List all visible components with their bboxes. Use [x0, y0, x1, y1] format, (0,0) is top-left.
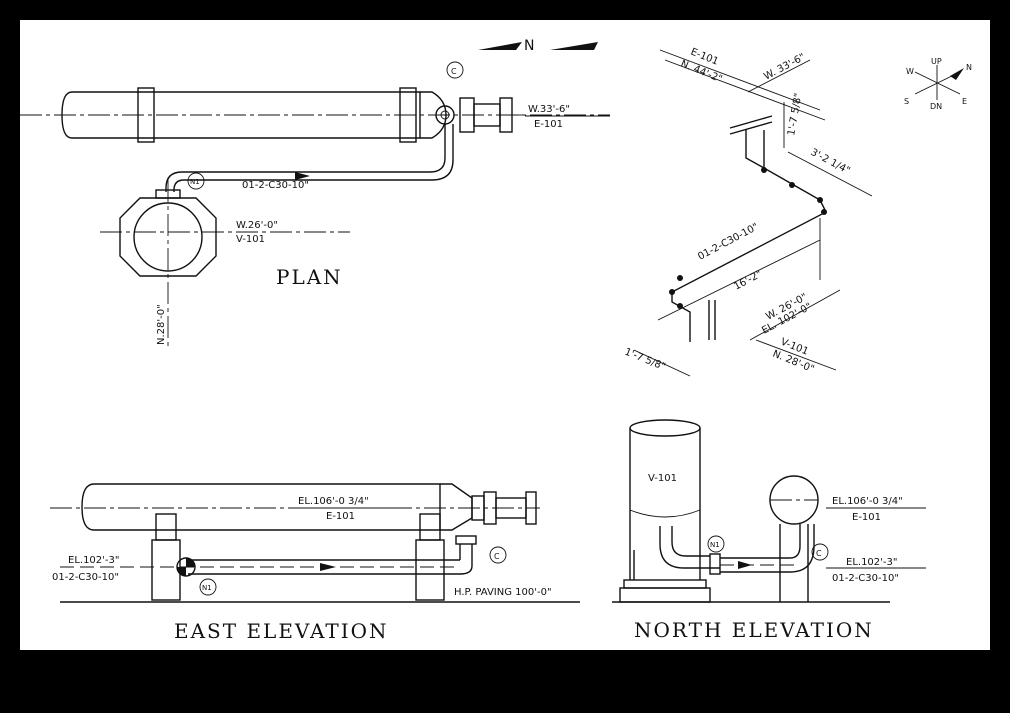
piping-drawing: N C W.33'-6" E-101 01-2-C30-10" N1 W.26'…	[20, 38, 972, 643]
north-pipe-riser	[789, 524, 815, 573]
east-flow-arrow	[320, 563, 336, 571]
east-exchanger-tag: E-101	[326, 511, 355, 522]
vessel-north-plan: N.28'-0"	[156, 304, 167, 345]
vessel-shell-plan	[133, 202, 203, 272]
iso-exchanger-w: W. 33'-6"	[762, 52, 807, 83]
compass-e: E	[962, 97, 967, 106]
exchanger-head-plan	[420, 91, 447, 139]
north-vessel-top	[629, 419, 701, 437]
title-north-elevation: NORTH ELEVATION	[634, 618, 874, 642]
plan-view: N C W.33'-6" E-101 01-2-C30-10" N1 W.26'…	[20, 38, 610, 350]
iso-dim-1: 1'-7 5/8"	[786, 92, 804, 136]
vessel-octagon-plan	[119, 197, 217, 277]
tag-n1-bubble-plan	[187, 172, 205, 190]
tag-c-bubble-plan	[446, 61, 464, 79]
north-flow-arrow	[738, 561, 752, 569]
tag-c-plan: C	[451, 67, 457, 76]
saddle-plan-1	[137, 87, 155, 143]
east-pipe	[188, 559, 473, 575]
north-pipe-el: EL.102'-3"	[846, 557, 897, 568]
east-saddle-1	[155, 513, 177, 541]
east-elevation: EL.106'-0 3/4" E-101 C N1 EL.102'-3" 01-…	[50, 483, 580, 643]
iso-flange-top	[729, 115, 773, 129]
north-vessel-shell	[629, 428, 701, 580]
iso-dim-4: 1'-7 5/8"	[623, 347, 667, 373]
iso-dim-2: 3'-2 1/4"	[809, 147, 852, 177]
compass-n: N	[966, 63, 972, 72]
drawing-sheet: N C W.33'-6" E-101 01-2-C30-10" N1 W.26'…	[20, 20, 990, 650]
exchanger-tag-plan: E-101	[534, 119, 563, 130]
north-arrow-left	[478, 42, 522, 50]
north-vessel-tag: V-101	[648, 473, 677, 484]
compass-dn: DN	[930, 102, 942, 111]
compass-w: W	[906, 67, 914, 76]
north-line-number: 01-2-C30-10"	[832, 573, 899, 584]
iso-line-number: 01-2-C30-10"	[696, 222, 760, 263]
north-arrow-right	[550, 42, 598, 50]
exchanger-coord-plan: W.33'-6"	[528, 104, 570, 115]
north-pipe-inner	[671, 526, 710, 557]
north-vessel-base	[623, 579, 707, 589]
east-tag-c-bubble	[489, 546, 507, 564]
flow-arrow-plan	[295, 172, 310, 180]
north-tag-c: C	[816, 549, 822, 558]
line-number-plan: 01-2-C30-10"	[242, 180, 309, 191]
pipe-plan-outer	[165, 124, 446, 192]
north-tag-n1-bubble	[707, 535, 725, 553]
north-exchanger-tag: E-101	[852, 512, 881, 523]
north-elevation: V-101 N1 C EL.106'-0 3/4" E-101 EL.102'-…	[612, 419, 926, 642]
east-tag-n1-bubble	[199, 578, 217, 596]
isometric-view: E-101 N. 44'-2" W. 33'-6" 1'-7 5/8" 3'-2…	[623, 47, 972, 377]
north-arrow-label: N	[524, 38, 534, 54]
east-tag-c: C	[494, 552, 500, 561]
north-tag-n1: N1	[710, 541, 720, 549]
saddle-plan-2	[399, 87, 417, 143]
east-line-number: 01-2-C30-10"	[52, 572, 119, 583]
compass-s: S	[904, 97, 909, 106]
compass-up: UP	[931, 57, 942, 66]
east-exchanger-el: EL.106'-0 3/4"	[298, 496, 369, 507]
iso-dim-3: 16'-2"	[732, 269, 764, 293]
north-flange	[709, 553, 721, 575]
pipe-plan-inner	[173, 124, 454, 192]
east-pipe-el: EL.102'-3"	[68, 555, 119, 566]
tag-n1-plan: N1	[190, 178, 200, 186]
east-paving-label: H.P. PAVING 100'-0"	[454, 587, 552, 598]
vessel-coord-plan: W.26'-0"	[236, 220, 278, 231]
title-plan: PLAN	[276, 265, 343, 289]
north-exchanger-el: EL.106'-0 3/4"	[832, 496, 903, 507]
east-exchanger-shell	[81, 483, 441, 531]
compass-north-arrow	[950, 68, 964, 80]
north-pipe-outer	[659, 526, 720, 569]
vessel-tag-plan: V-101	[236, 234, 265, 245]
north-tag-c-bubble	[811, 543, 829, 561]
east-tag-n1: N1	[202, 584, 212, 592]
exchanger-shell-plan	[61, 91, 421, 139]
title-east-elevation: EAST ELEVATION	[174, 619, 389, 643]
east-saddle-2	[419, 513, 441, 541]
